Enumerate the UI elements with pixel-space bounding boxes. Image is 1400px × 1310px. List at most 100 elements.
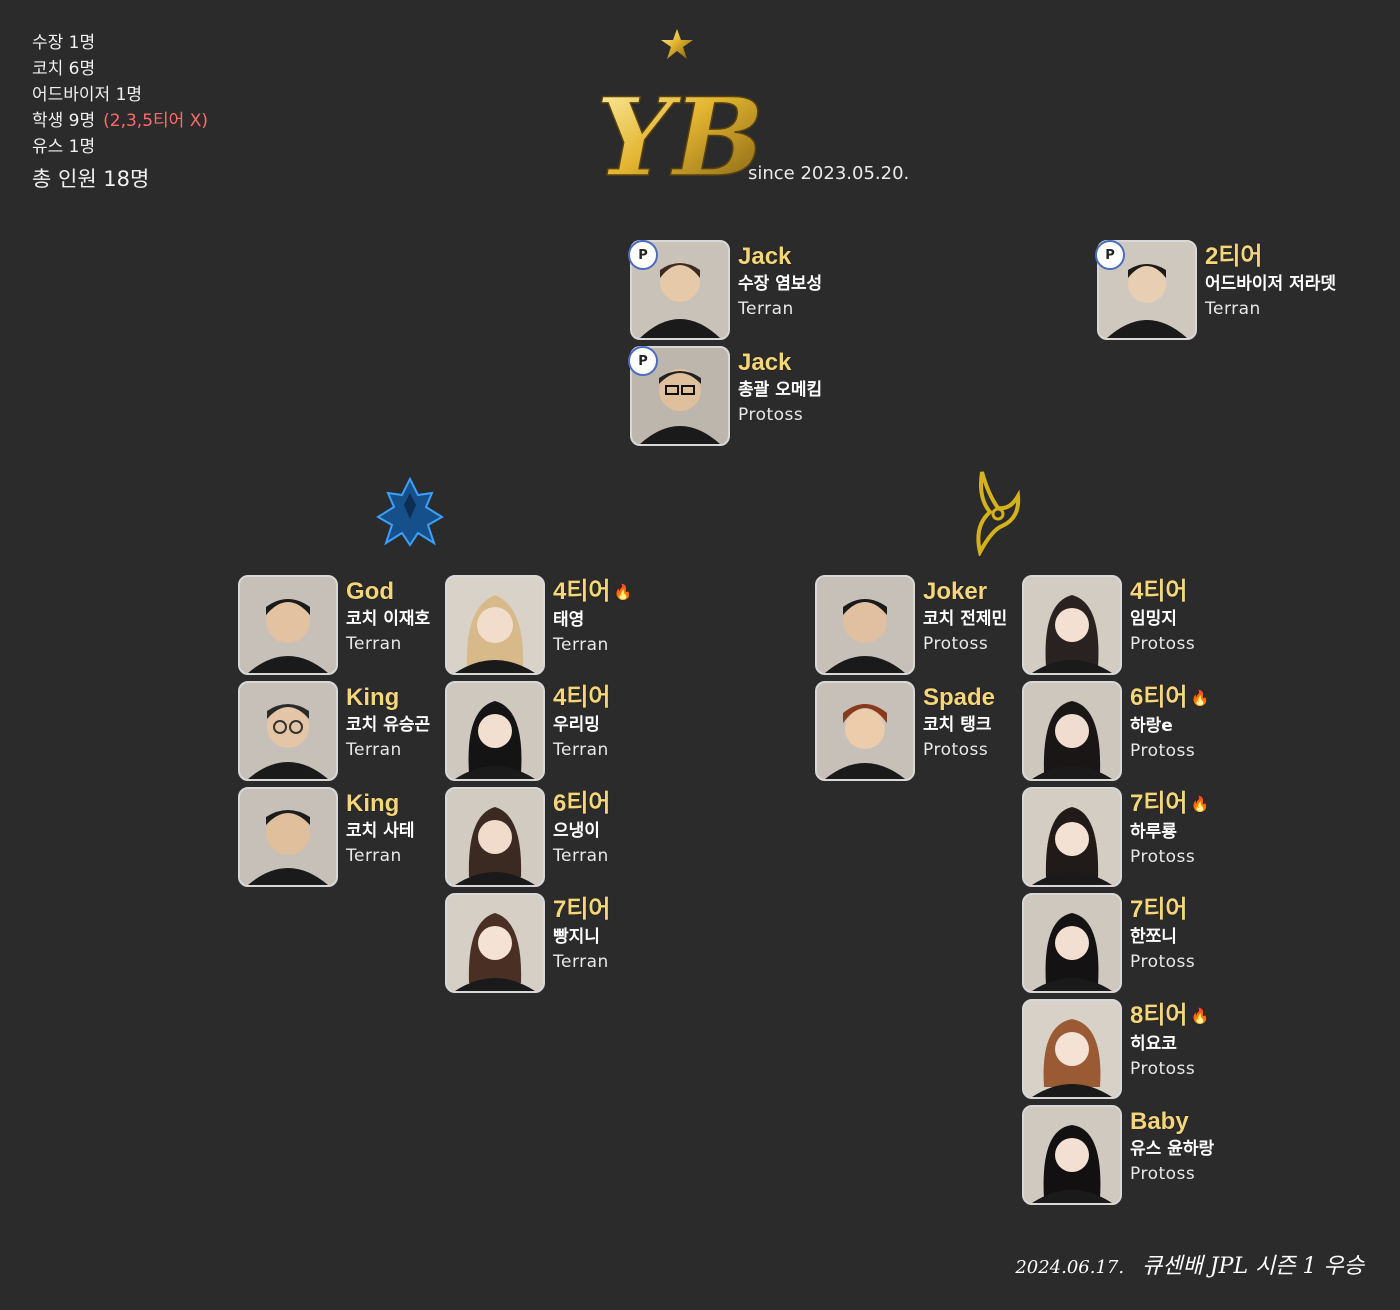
member-role: 빵지니	[553, 927, 600, 947]
member-card-terran-student[interactable]: 6티어 으냉이 Terran	[445, 787, 735, 889]
p-badge-icon: P	[628, 346, 658, 376]
since-date: since 2023.05.20.	[748, 163, 910, 184]
member-card-protoss-student[interactable]: 6티어🔥 하랑e Protoss	[1022, 681, 1312, 783]
member-race: Terran	[346, 846, 402, 866]
member-role: 수장 염보성	[738, 274, 823, 294]
member-card-leader-2[interactable]: P Jack 총괄 오메킴 Protoss	[628, 346, 920, 448]
roster-stats: 수장 1명 코치 6명 어드바이저 1명 학생 9명(2,3,5티어 X) 유스…	[32, 30, 208, 192]
member-nick: Spade	[923, 684, 996, 711]
member-nick: 2티어	[1205, 243, 1263, 270]
member-race: Protoss	[1130, 1058, 1196, 1079]
member-race: Protoss	[1130, 1164, 1196, 1184]
member-card-leader-1[interactable]: P Jack 수장 염보성 Terran	[628, 240, 920, 342]
stat-captain: 수장 1명	[32, 33, 96, 53]
yb-logo-icon: YB	[595, 29, 765, 202]
member-race: Terran	[553, 846, 609, 866]
fire-icon: 🔥	[613, 583, 633, 601]
fire-icon: 🔥	[1190, 795, 1210, 813]
member-card-protoss-student[interactable]: 8티어🔥 히요코 Protoss	[1022, 999, 1312, 1101]
member-photo	[445, 575, 545, 675]
member-card-terran-student[interactable]: 4티어🔥 태영 Terran	[445, 575, 735, 677]
member-card-terran-student[interactable]: 7티어 빵지니 Terran	[445, 893, 735, 995]
member-card-protoss-student[interactable]: 7티어 한쪼니 Protoss	[1022, 893, 1312, 995]
member-photo	[445, 893, 545, 993]
member-role: 우리밍	[553, 715, 600, 735]
member-nick: 7티어🔥	[1130, 789, 1209, 820]
member-photo	[1022, 575, 1122, 675]
member-tier: 4티어	[553, 578, 611, 605]
member-card-terran-coach[interactable]: God 코치 이재호 Terran	[238, 575, 528, 677]
member-card-protoss-coach[interactable]: Joker 코치 전제민 Protoss	[815, 575, 1105, 677]
stat-advisor: 어드바이저 1명	[32, 85, 143, 105]
member-role: 코치 전제민	[923, 609, 1008, 629]
member-nick: 7티어	[1130, 896, 1188, 923]
member-photo	[238, 681, 338, 781]
member-nick: 4티어	[553, 684, 611, 711]
member-nick: Baby	[1130, 1108, 1189, 1135]
member-role: 총괄 오메킴	[738, 380, 823, 400]
member-nick: King	[346, 790, 400, 817]
protoss-emblem-icon	[968, 468, 1026, 558]
member-tier: 6티어	[1130, 684, 1188, 711]
member-photo	[1022, 681, 1122, 781]
member-card-terran-student[interactable]: 4티어 우리밍 Terran	[445, 681, 735, 783]
member-card-advisor[interactable]: P 2티어 어드바이저 저라뎃 Terran	[1095, 240, 1387, 342]
member-role: 임밍지	[1130, 609, 1177, 629]
stat-total: 총 인원 18명	[32, 167, 150, 191]
member-photo	[1022, 893, 1122, 993]
member-nick: King	[346, 684, 400, 711]
member-nick: 4티어🔥	[553, 577, 632, 608]
member-card-protoss-student[interactable]: Baby 유스 윤하랑 Protoss	[1022, 1105, 1312, 1207]
member-race: Terran	[553, 634, 609, 655]
member-role: 유스 윤하랑	[1130, 1139, 1215, 1159]
member-card-terran-coach[interactable]: King 코치 사테 Terran	[238, 787, 528, 889]
member-race: Protoss	[923, 740, 989, 760]
footer-date: 2024.06.17.	[1015, 1257, 1125, 1278]
member-card-terran-coach[interactable]: King 코치 유승곤 Terran	[238, 681, 528, 783]
member-photo	[1022, 999, 1122, 1099]
member-nick: 6티어🔥	[1130, 683, 1209, 714]
member-role: 코치 탱크	[923, 715, 992, 735]
member-photo	[1022, 1105, 1122, 1205]
member-role: 하루룡	[1130, 821, 1177, 842]
member-role: 코치 사테	[346, 821, 415, 841]
member-photo	[445, 681, 545, 781]
member-photo	[1097, 240, 1197, 340]
stat-coach: 코치 6명	[32, 59, 96, 79]
member-photo	[238, 787, 338, 887]
member-nick: 8티어🔥	[1130, 1001, 1209, 1032]
member-photo	[815, 575, 915, 675]
yb-logo-text: YB	[600, 75, 760, 200]
fire-icon: 🔥	[1190, 1007, 1210, 1025]
member-tier: 7티어	[1130, 790, 1188, 817]
terran-emblem-icon	[374, 475, 446, 547]
member-race: Protoss	[738, 405, 804, 425]
member-photo	[1022, 787, 1122, 887]
stat-students-label: 학생 9명	[32, 111, 96, 131]
member-role: 한쪼니	[1130, 927, 1177, 947]
member-card-protoss-student[interactable]: 4티어 임밍지 Protoss	[1022, 575, 1312, 677]
member-race: Protoss	[1130, 846, 1196, 867]
stat-students: 학생 9명 (2,3,5티어 X)	[32, 108, 208, 134]
member-race: Protoss	[1130, 952, 1196, 972]
member-role: 히요코	[1130, 1033, 1177, 1054]
footer-text: 큐센배 JPL 시즌 1 우승	[1142, 1254, 1364, 1279]
member-race: Protoss	[1130, 634, 1196, 654]
member-race: Terran	[553, 740, 609, 760]
member-card-protoss-student[interactable]: 7티어🔥 하루룡 Protoss	[1022, 787, 1312, 889]
member-tier: 8티어	[1130, 1002, 1188, 1029]
member-race: Protoss	[1130, 740, 1196, 761]
p-badge-icon: P	[628, 240, 658, 270]
p-badge-icon: P	[1095, 240, 1125, 270]
member-card-protoss-coach[interactable]: Spade 코치 탱크 Protoss	[815, 681, 1105, 783]
member-nick: 6티어	[553, 790, 611, 817]
stat-students-note: (2,3,5티어 X)	[103, 111, 208, 131]
member-nick: 4티어	[1130, 578, 1188, 605]
member-race: Terran	[553, 952, 609, 972]
member-photo	[445, 787, 545, 887]
member-role: 하랑e	[1130, 715, 1173, 736]
member-race: Terran	[346, 634, 402, 654]
member-nick: Jack	[738, 243, 792, 270]
member-nick: Jack	[738, 349, 792, 376]
yb-logo: YB	[595, 25, 765, 202]
